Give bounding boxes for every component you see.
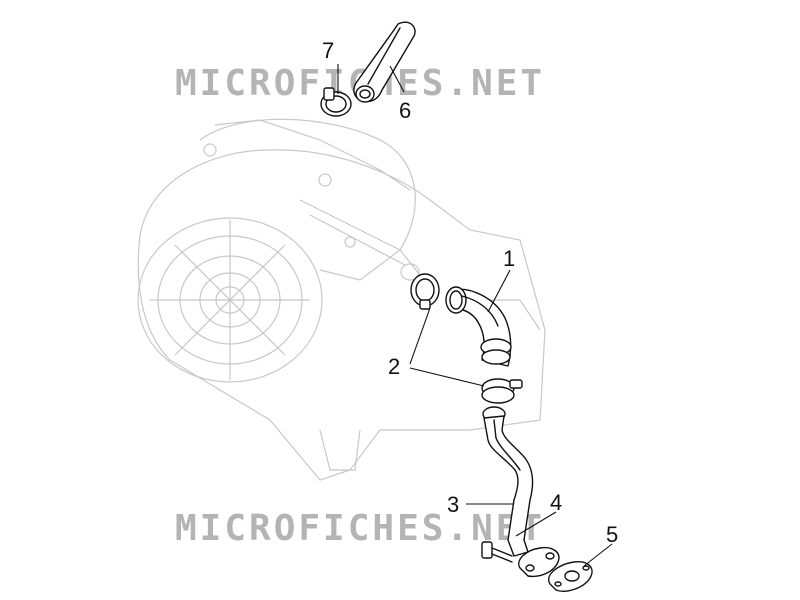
- callout-3: 3: [447, 492, 459, 517]
- part-4-flange-and-bolt: [481, 541, 560, 578]
- engine-cover-ghost: [137, 118, 546, 481]
- callout-4: 4: [550, 490, 562, 515]
- callout-2: 2: [388, 354, 400, 379]
- callout-5: 5: [606, 522, 618, 547]
- part-5-gasket: [548, 561, 593, 592]
- callout-6: 6: [399, 98, 411, 123]
- callout-1: 1: [503, 246, 515, 271]
- watermark-bottom: MICROFICHES.NET: [175, 508, 545, 549]
- part-1-elbow-hose: [445, 286, 512, 367]
- part-6-breather-hose: [353, 21, 416, 103]
- part-2-clamp-lower: [481, 378, 523, 404]
- part-2-clamp-upper: [410, 273, 440, 310]
- callout-7: 7: [322, 38, 334, 63]
- leader-lines: [337, 64, 613, 567]
- part-7-hose-clamp-top: [320, 87, 352, 117]
